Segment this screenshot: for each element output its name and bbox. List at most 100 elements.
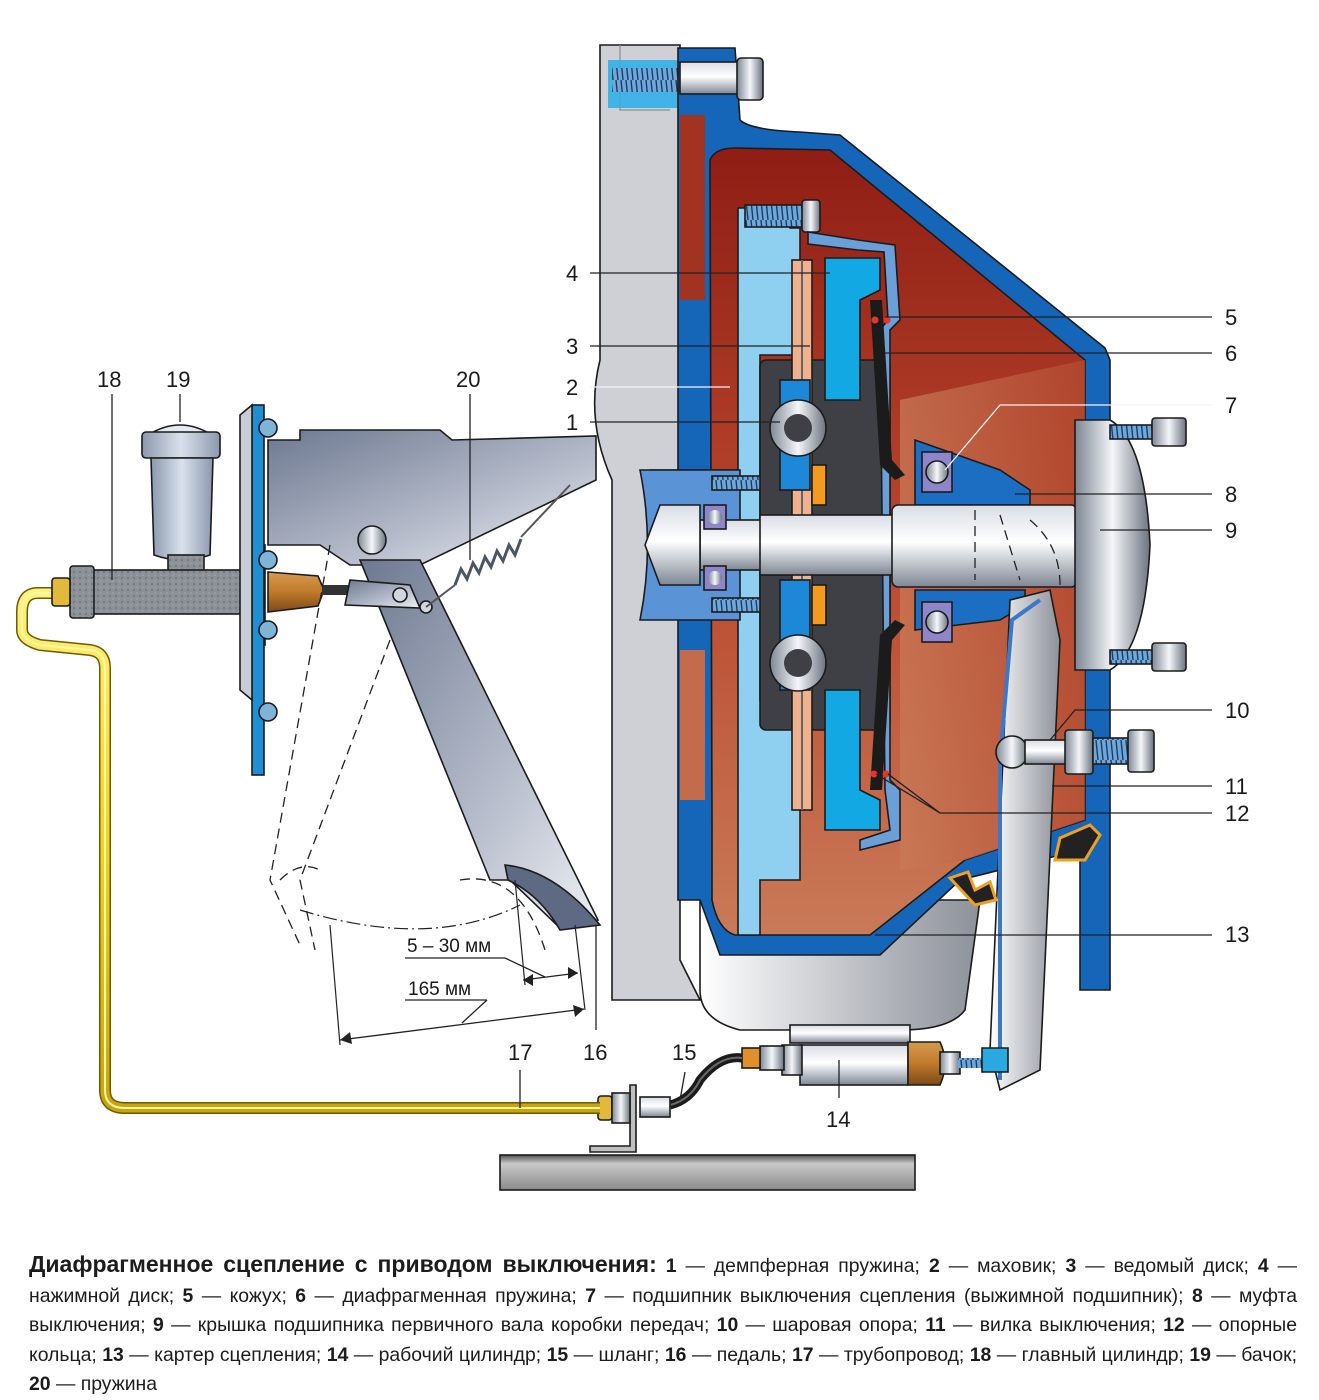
caption-item-text: — шланг; bbox=[568, 1343, 660, 1366]
callout-19: 19 bbox=[166, 367, 190, 392]
callout-13: 13 bbox=[1225, 922, 1249, 947]
caption-item: 2 — маховик; bbox=[929, 1255, 1057, 1277]
caption-item-number: 2 bbox=[928, 1255, 940, 1277]
figure-caption: Диафрагменное сцепление с приводом выклю… bbox=[29, 1250, 1297, 1400]
caption-item: 13 — картер сцепления; bbox=[102, 1344, 321, 1366]
fork-boot-seal bbox=[947, 823, 1102, 907]
caption-item: 5 — кожух; bbox=[183, 1285, 287, 1307]
caption-item-number: 11 bbox=[925, 1314, 946, 1336]
caption-item-number: 18 bbox=[969, 1343, 992, 1366]
callout-20: 20 bbox=[456, 367, 480, 392]
reservoir bbox=[141, 424, 221, 561]
clutch-cover bbox=[807, 231, 901, 852]
callout-leaders bbox=[111, 272, 1212, 1108]
caption-item-number: 17 bbox=[791, 1343, 814, 1366]
bearing-cover bbox=[891, 417, 1187, 672]
callout-11: 11 bbox=[1225, 774, 1248, 799]
caption-item-number: 9 bbox=[153, 1314, 164, 1336]
pilot-bearing bbox=[703, 504, 727, 591]
caption-item-text: — диафрагменная пружина; bbox=[306, 1284, 577, 1307]
caption-item: 3 — ведомый диск; bbox=[1065, 1255, 1248, 1277]
callout-17: 17 bbox=[508, 1040, 532, 1065]
caption-item-number: 19 bbox=[1189, 1343, 1211, 1366]
callout-15: 15 bbox=[672, 1040, 696, 1065]
caption-item: 11 — вилка выключения; bbox=[925, 1314, 1156, 1336]
callout-8: 8 bbox=[1225, 482, 1237, 507]
caption-item-number: 4 bbox=[1257, 1255, 1269, 1277]
dimension-full-travel-text: 165 мм bbox=[408, 979, 471, 1000]
caption-item-text: — шаровая опора; bbox=[738, 1314, 918, 1336]
clutch-diagram: 5 – 30 мм 165 мм 4 3 2 1 5 bbox=[16, 44, 1249, 1191]
caption-item-number: 15 bbox=[546, 1343, 569, 1366]
callout-3: 3 bbox=[566, 334, 578, 359]
caption-item-text: — кожух; bbox=[193, 1284, 287, 1307]
caption-item: 1 — демпферная пружина; bbox=[666, 1255, 920, 1277]
caption-item: 10 — шаровая опора; bbox=[717, 1314, 918, 1336]
callout-14: 14 bbox=[826, 1107, 850, 1132]
caption-item: 8 — муфта выключения; bbox=[29, 1285, 1297, 1337]
caption-item-number: 16 bbox=[664, 1343, 687, 1366]
pedal-bracket bbox=[239, 403, 597, 776]
caption-item-number: 13 bbox=[102, 1343, 124, 1366]
caption-item: 17 — трубопровод; bbox=[792, 1344, 964, 1366]
pressure-plate bbox=[824, 257, 881, 831]
dimension-free-play: 5 – 30 мм bbox=[405, 936, 579, 986]
caption-item-text: — крышка подшипника первичного вала коро… bbox=[163, 1314, 710, 1336]
caption-item-number: 20 bbox=[29, 1373, 51, 1395]
caption-item: 7 — подшипник выключения сцепления (выжи… bbox=[585, 1285, 1183, 1307]
caption-item-text: — маховик; bbox=[939, 1255, 1057, 1277]
caption-item-text: — картер сцепления; bbox=[123, 1343, 322, 1366]
caption-item-text: — подшипник выключения сцепления (выжимн… bbox=[596, 1284, 1184, 1307]
caption-item-text: — главный цилиндр; bbox=[991, 1343, 1184, 1366]
caption-item-number: 14 bbox=[326, 1343, 349, 1366]
caption-item-text: — ведомый диск; bbox=[1076, 1255, 1249, 1277]
caption-item-number: 1 bbox=[665, 1255, 677, 1277]
caption-item: 19 — бачок; bbox=[1189, 1344, 1297, 1366]
caption-title: Диафрагменное сцепление с приводом выклю… bbox=[29, 1251, 657, 1277]
floor-panel bbox=[499, 1084, 916, 1191]
caption-item: 20 — пружина bbox=[29, 1373, 157, 1395]
caption-item-text: — демпферная пружина; bbox=[676, 1255, 920, 1277]
callout-5: 5 bbox=[1225, 305, 1237, 330]
caption-item-number: 8 bbox=[1191, 1284, 1203, 1307]
caption-item-number: 3 bbox=[1065, 1255, 1077, 1277]
caption-item: 15 — шланг; bbox=[547, 1344, 660, 1366]
master-cylinder bbox=[51, 544, 350, 646]
caption-item: 6 — диафрагменная пружина; bbox=[295, 1285, 577, 1307]
caption-item: 14 — рабочий цилиндр; bbox=[327, 1344, 541, 1366]
caption-item-text: — муфта выключения; bbox=[29, 1284, 1297, 1337]
release-bearing bbox=[921, 451, 953, 643]
callout-6: 6 bbox=[1225, 341, 1237, 366]
callout-4: 4 bbox=[566, 261, 578, 286]
caption-item: 16 — педаль; bbox=[665, 1344, 787, 1366]
caption-item: 9 — крышка подшипника первичного вала ко… bbox=[153, 1314, 709, 1336]
ball-joint bbox=[995, 729, 1155, 775]
caption-item-text: — трубопровод; bbox=[813, 1343, 965, 1366]
damper-spring bbox=[769, 399, 827, 692]
callout-16: 16 bbox=[583, 1040, 607, 1065]
pipeline bbox=[16, 587, 600, 1114]
caption-item: 4 — нажимной диск; bbox=[29, 1255, 1297, 1307]
caption-item: 18 — главный цилиндр; bbox=[970, 1344, 1184, 1366]
caption-item-number: 5 bbox=[182, 1284, 194, 1307]
slave-cylinder bbox=[741, 1024, 1009, 1086]
caption-item-text: — пружина bbox=[50, 1373, 158, 1395]
callout-18: 18 bbox=[97, 367, 121, 392]
caption-item-number: 7 bbox=[585, 1284, 597, 1307]
caption-item-number: 10 bbox=[716, 1314, 739, 1336]
caption-item-text: — вилка выключения; bbox=[945, 1314, 1156, 1336]
callout-labels: 4 3 2 1 5 6 7 8 9 10 11 12 13 14 15 16 1… bbox=[97, 261, 1249, 1132]
callout-7: 7 bbox=[1225, 393, 1237, 418]
callout-1: 1 bbox=[566, 410, 578, 435]
diaphragm-spring bbox=[870, 300, 905, 790]
hose bbox=[639, 1053, 743, 1118]
dimension-full-travel: 165 мм bbox=[339, 979, 585, 1044]
pedal bbox=[344, 559, 602, 931]
pedal-travel-ghost bbox=[269, 544, 586, 1046]
callout-2: 2 bbox=[566, 375, 578, 400]
caption-item-text: — опорные кольца; bbox=[29, 1314, 1298, 1366]
caption-item-text: — педаль; bbox=[686, 1343, 787, 1366]
dimension-free-play-text: 5 – 30 мм bbox=[407, 936, 491, 957]
caption-item-number: 6 bbox=[295, 1284, 307, 1307]
caption-legend: 1 — демпферная пружина; 2 — маховик; 3 —… bbox=[29, 1255, 1297, 1395]
